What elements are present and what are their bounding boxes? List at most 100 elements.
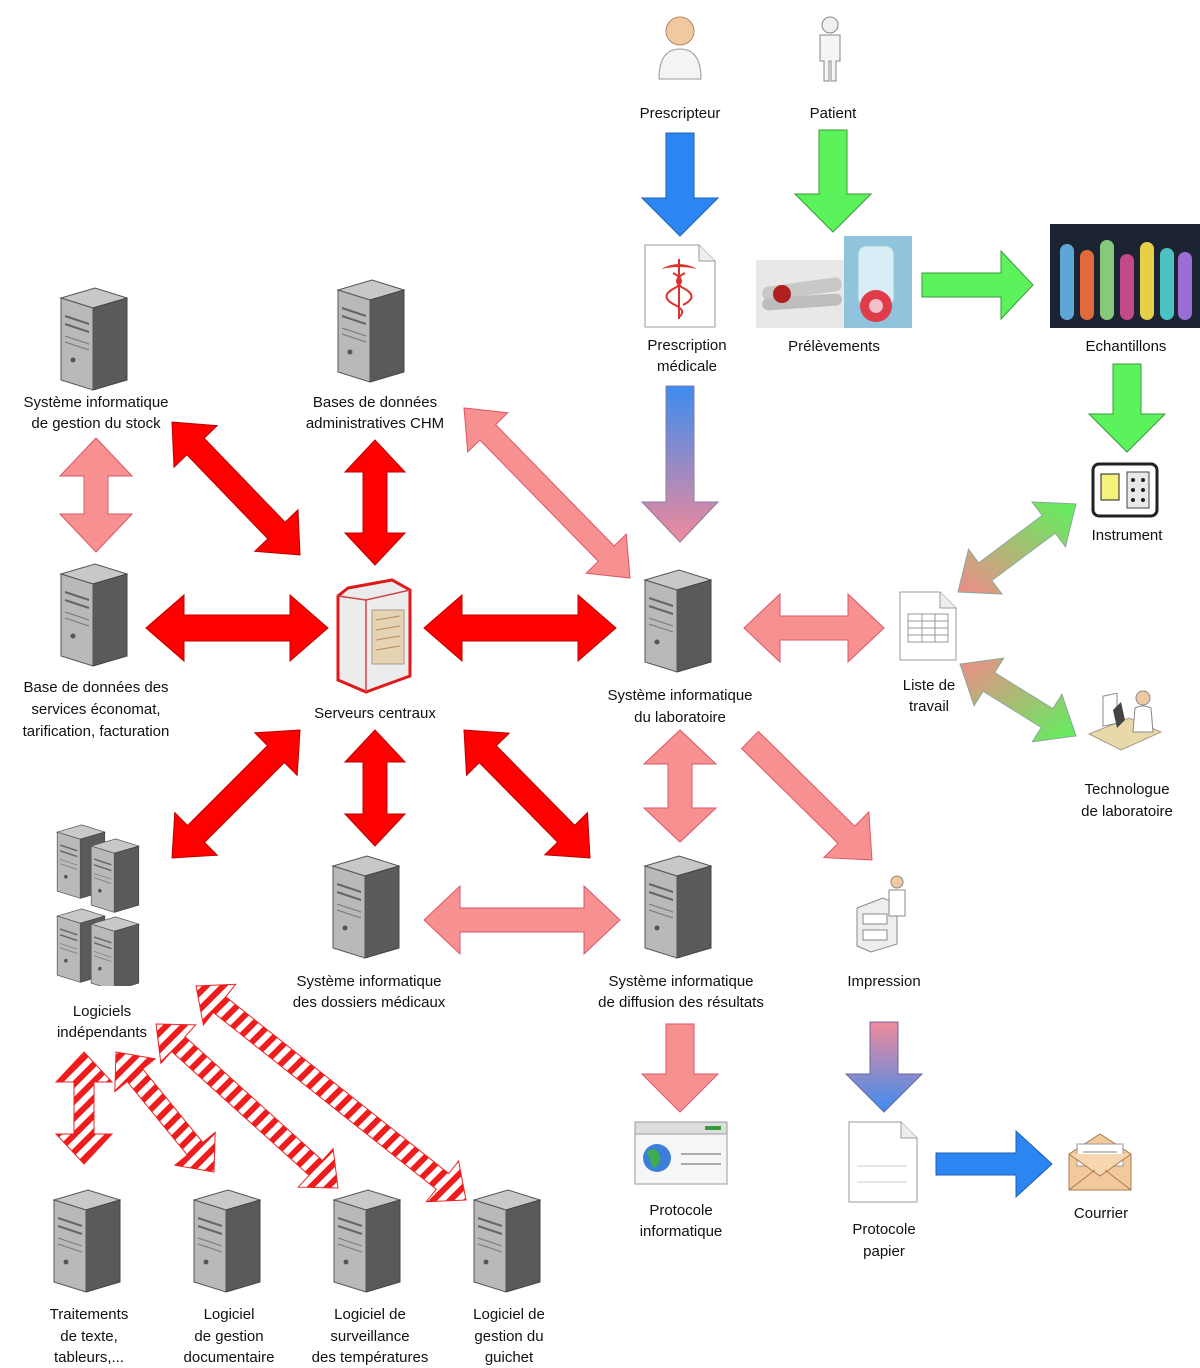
server-publish-icon: [644, 855, 712, 959]
link-lab-diffusion: [642, 729, 718, 843]
stock-label-1: Système informatique: [23, 394, 169, 411]
lab-instrument-icon: [1091, 462, 1159, 518]
independent-servers-node: [50, 822, 150, 986]
instrument-node: [1089, 456, 1161, 522]
protocole-informatique-label-1: Protocole: [649, 1202, 713, 1219]
impression-node: [853, 874, 915, 954]
gestdoc-label-2: de gestion: [194, 1328, 264, 1345]
server-firewall-icon: [60, 287, 128, 391]
server-user-icon: [337, 279, 405, 383]
impression-label: Impression: [847, 973, 921, 990]
echantillons-label: Echantillons: [1085, 338, 1167, 355]
traitements-label-1: Traitements: [49, 1306, 129, 1323]
link-econ-central: [145, 593, 329, 663]
prescripteur-node: [655, 15, 705, 81]
server-money-icon: [60, 563, 128, 667]
test-tubes-photo-icon: [1050, 224, 1200, 328]
independent-label-1: Logiciels: [72, 1003, 132, 1020]
server-folder-icon: [53, 1189, 121, 1293]
server-scanner-icon: [193, 1189, 261, 1293]
guichet-label-1: Logiciel de: [473, 1306, 545, 1323]
arrow-papier-to-courrier: [935, 1129, 1053, 1199]
prescription-label-1: Prescription: [647, 337, 727, 354]
link-independent-traitements: [54, 1051, 114, 1165]
prescripteur-label: Prescripteur: [639, 105, 721, 122]
econ-label-1: Base de données des: [23, 679, 169, 696]
protocole-informatique-node: [633, 1120, 729, 1186]
protocole-papier-node: [847, 1120, 919, 1204]
link-independent-gestdoc: [114, 1051, 216, 1173]
link-admin-central: [343, 439, 407, 566]
gestdoc-server-node: [184, 1186, 274, 1294]
link-central-independent: [171, 729, 301, 859]
diffusion-server-node: [635, 852, 725, 960]
server-phone-icon: [333, 1189, 401, 1293]
link-independent-surveillance: [155, 1023, 339, 1189]
lab-technician-icon: [1087, 690, 1163, 751]
courrier-node: [1065, 1132, 1135, 1194]
independent-label-2: indépendants: [56, 1024, 148, 1041]
lab-label-2: du laboratoire: [634, 709, 726, 726]
diffusion-label-2: de diffusion des résultats: [598, 994, 764, 1011]
prelevements-label: Prélèvements: [788, 338, 880, 355]
protocole-papier-label-1: Protocole: [852, 1221, 916, 1238]
link-central-dossiers: [343, 729, 407, 847]
stock-server-node: [51, 284, 141, 392]
admin-label-2: administratives CHM: [305, 415, 445, 432]
dossiers-server-node: [323, 852, 413, 960]
spreadsheet-document-icon: [899, 591, 957, 661]
server-globe-icon: [644, 569, 712, 673]
arrow-echantillons-to-instrument: [1087, 363, 1167, 453]
protocole-papier-label-2: papier: [863, 1243, 905, 1260]
server-workstation-icon: [473, 1189, 541, 1293]
protocole-informatique-label-2: informatique: [639, 1223, 723, 1240]
prelevements-node: [756, 236, 912, 328]
surveillance-server-node: [324, 1186, 414, 1294]
prescription-node: [643, 243, 717, 329]
surveillance-label-2: surveillance: [330, 1328, 410, 1345]
link-admin-lab: [463, 407, 631, 579]
link-central-diffusion: [463, 729, 591, 859]
paper-document-icon: [848, 1121, 918, 1203]
link-dossiers-diffusion: [423, 884, 621, 956]
link-worklist-instrument: [957, 501, 1077, 595]
central-label: Serveurs centraux: [314, 705, 436, 722]
worklist-label-1: Liste de: [902, 677, 956, 694]
traitements-server-node: [44, 1186, 134, 1294]
central-server-node: [330, 576, 416, 694]
envelope-icon: [1068, 1133, 1132, 1191]
technologue-node: [1085, 688, 1165, 754]
econ-label-2: services économat,: [31, 701, 161, 718]
caduceus-document-icon: [644, 244, 716, 328]
arrow-prescription-to-lab: [640, 385, 720, 543]
worklist-label-2: travail: [908, 698, 950, 715]
econ-server-node: [51, 560, 141, 668]
server-cluster-icon: [56, 824, 140, 986]
lab-server-node: [635, 566, 725, 674]
gestdoc-label-3: documentaire: [183, 1349, 275, 1366]
econ-label-3: tarification, facturation: [22, 723, 170, 740]
arrow-prelevements-to-echantillons: [921, 249, 1034, 321]
arrow-diffusion-to-protocole-informatique: [640, 1023, 720, 1113]
admin-label-1: Bases de données: [312, 394, 438, 411]
guichet-server-node: [464, 1186, 554, 1294]
traitements-label-2: de texte,: [60, 1328, 118, 1345]
echantillons-node: [1050, 224, 1200, 328]
patient-label: Patient: [809, 105, 857, 122]
technologue-label-2: de laboratoire: [1081, 803, 1173, 820]
arrow-impression-to-protocole-papier: [844, 1021, 924, 1113]
dossiers-label-1: Système informatique: [296, 973, 442, 990]
link-central-lab: [423, 593, 617, 663]
traitements-label-3: tableurs,...: [53, 1349, 125, 1366]
prescription-label-2: médicale: [656, 358, 718, 375]
lab-label-1: Système informatique: [607, 687, 753, 704]
link-stock-central: [171, 421, 301, 556]
stock-label-2: de gestion du stock: [31, 415, 161, 432]
patient-node: [813, 15, 847, 83]
instrument-label: Instrument: [1091, 527, 1163, 544]
arrow-lab-to-impression: [740, 730, 873, 861]
surveillance-label-1: Logiciel de: [334, 1306, 406, 1323]
arrow-patient-to-prelevements: [793, 129, 873, 233]
web-page-icon: [634, 1121, 728, 1185]
